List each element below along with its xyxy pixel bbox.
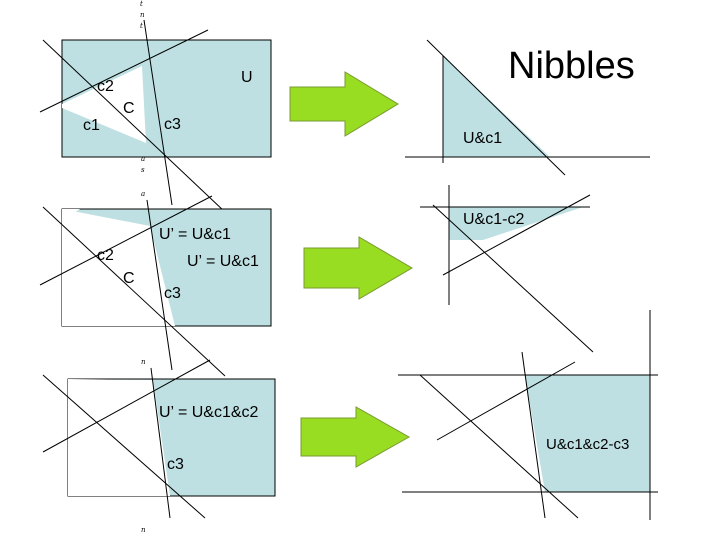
label-c-1: C [123, 100, 135, 117]
cut-region-c-2 [62, 209, 175, 326]
result-line-steep-3 [521, 351, 546, 519]
cut-region-c-3 [68, 379, 170, 496]
label-c2-2: c2 [97, 247, 114, 264]
slide-title: Nibbles [508, 45, 635, 87]
result-region-3 [525, 375, 650, 492]
constraint-line-c2-3 [42, 359, 211, 453]
stray-glyph-n-2: n [141, 526, 146, 534]
label-c3-3: c3 [167, 456, 184, 473]
label-u-prime-2b: U’ = U&c1 [187, 253, 259, 270]
stray-glyphs: t n t a s a n n [140, 0, 146, 534]
result-line-diagonal-1 [426, 39, 566, 176]
arrow-right-3 [300, 406, 411, 468]
arrow-right-1 [289, 71, 399, 137]
row-2-left-figure: U’ = U&c1 U’ = U&c1 c2 C c3 [39, 195, 272, 377]
row-3-left-figure: U’ = U&c1&c2 c3 [42, 359, 276, 519]
stray-glyph-n-1: n [141, 358, 146, 366]
stray-glyph-mid-3: a [141, 190, 145, 198]
row-2-result-figure: U&c1-c2 [420, 185, 594, 353]
constraint-line-c2-2 [39, 195, 213, 286]
result-line-diagonal-3a [419, 374, 579, 519]
result-line-diagonal-2b [442, 194, 591, 276]
arrow-right-2 [303, 236, 413, 300]
stray-glyph-mid-2: s [141, 166, 145, 174]
label-u-1: U [241, 69, 253, 86]
result-line-diagonal-2a [432, 204, 594, 353]
label-c3-1: c3 [164, 116, 181, 133]
constraint-line-c1-2 [42, 206, 226, 377]
label-u-prime-3: U’ = U&c1&c2 [159, 404, 259, 421]
stray-glyph-top-1: t [140, 0, 143, 8]
constraint-line-c3-3 [150, 367, 171, 519]
result-line-diagonal-3b [436, 361, 576, 441]
result-label-1: U&c1 [463, 130, 502, 147]
constraint-line-c3-1 [143, 19, 173, 206]
cut-region-c-1 [62, 66, 146, 143]
label-c-2: C [123, 270, 135, 287]
row-1-left-figure: c2 C c1 c3 U [39, 19, 272, 213]
constraint-line-c2-1 [39, 29, 209, 113]
row-3-result-figure: U&c1&c2-c3 [398, 310, 658, 520]
result-label-3: U&c1&c2-c3 [546, 436, 629, 453]
constraint-line-c3-2 [146, 199, 173, 371]
result-region-2 [449, 207, 583, 240]
label-c2-1: c2 [97, 78, 114, 95]
cut-region-top-2 [62, 209, 80, 220]
row-1-result-figure: U&c1 [405, 39, 650, 176]
constraint-line-c1-1 [42, 39, 226, 213]
label-u-prime-2a: U’ = U&c1 [159, 226, 231, 243]
stray-glyph-top-3: t [140, 22, 143, 30]
label-c1-1: c1 [83, 117, 100, 134]
stray-glyph-mid-1: a [141, 155, 145, 163]
constraint-line-c1-3 [42, 374, 206, 519]
label-c3-2: c3 [164, 285, 181, 302]
stray-glyph-top-2: n [140, 11, 145, 19]
result-label-2: U&c1-c2 [463, 211, 524, 228]
